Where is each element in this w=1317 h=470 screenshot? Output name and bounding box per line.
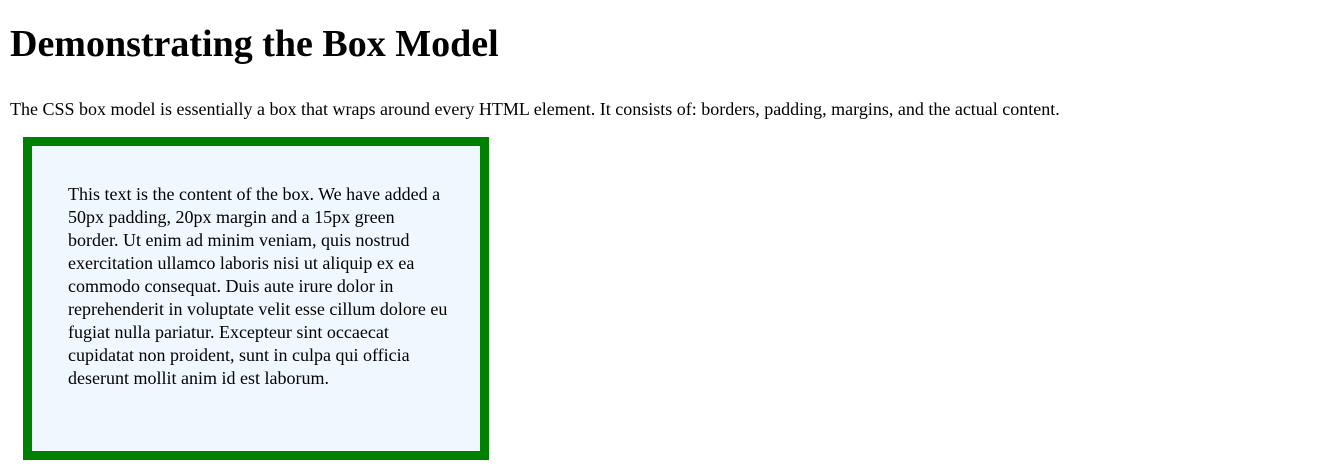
box-model-demo-box: This text is the content of the box. We …: [23, 137, 489, 460]
page-title: Demonstrating the Box Model: [10, 23, 499, 65]
intro-paragraph: The CSS box model is essentially a box t…: [10, 99, 1060, 119]
box-content-text: This text is the content of the box. We …: [68, 184, 448, 388]
page: Demonstrating the Box Model The CSS box …: [0, 0, 1317, 120]
